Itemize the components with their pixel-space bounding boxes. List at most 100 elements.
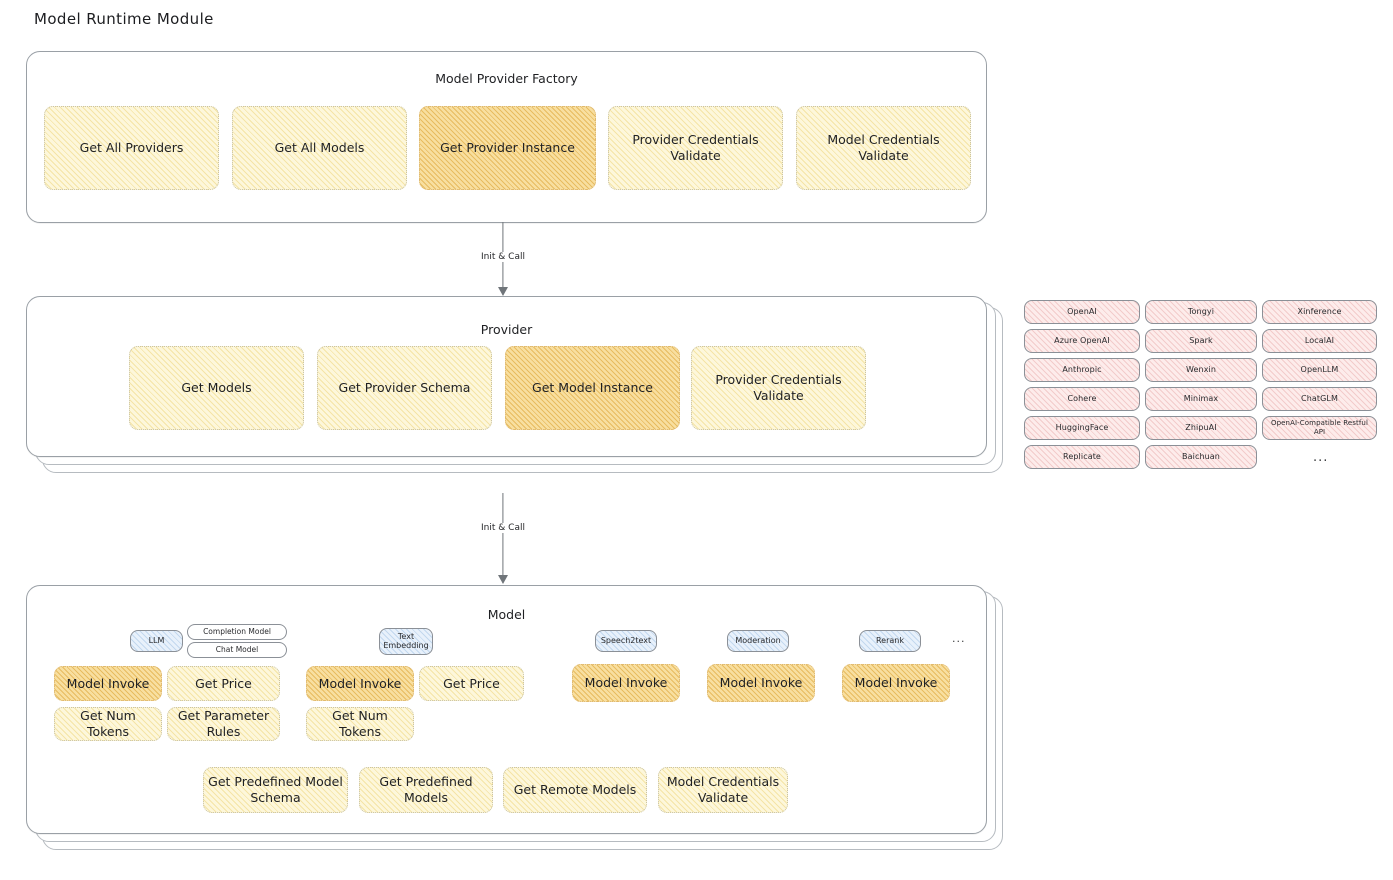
model-type-chip-llm[interactable]: LLM (130, 630, 183, 652)
factory-box-model-credentials-validate[interactable]: Model Credentials Validate (796, 106, 971, 190)
provider-chip-label: Tongyi (1187, 307, 1215, 316)
arrow-head (498, 575, 508, 584)
provider-chip-huggingface[interactable]: HuggingFace (1024, 416, 1140, 440)
arrow-label-init-and-call-2: Init & Call (478, 523, 528, 533)
provider-chip-label: Spark (1189, 336, 1213, 345)
factory-box-provider-credentials-validate[interactable]: Provider Credentials Validate (608, 106, 783, 190)
model-subchip-label: Chat Model (215, 645, 259, 655)
text-embedding-box-get-price[interactable]: Get Price (419, 666, 524, 701)
provider-chip-label: LocalAI (1304, 336, 1335, 345)
provider-chip-label: OpenAI (1067, 307, 1097, 316)
model-common-box-get-predefined-models[interactable]: Get Predefined Models (359, 767, 493, 813)
factory-box-label: Get Provider Instance (440, 140, 575, 156)
model-subchip-chat-model[interactable]: Chat Model (187, 642, 287, 658)
factory-box-get-all-providers[interactable]: Get All Providers (44, 106, 219, 190)
arrow-label-init-and-call-1: Init & Call (478, 252, 528, 262)
llm-box-get-price[interactable]: Get Price (167, 666, 280, 701)
factory-box-get-provider-instance[interactable]: Get Provider Instance (419, 106, 596, 190)
arrow-head (498, 287, 508, 296)
factory-box-label: Provider Credentials Validate (632, 132, 759, 163)
model-subchip-completion-model[interactable]: Completion Model (187, 624, 287, 640)
provider-chip-baichuan[interactable]: Baichuan (1145, 445, 1257, 469)
model-type-label: Rerank (875, 636, 904, 645)
model-types-more: ... (952, 632, 966, 645)
model-type-label: Moderation (735, 636, 781, 645)
arrow-provider-to-model (496, 493, 510, 584)
provider-chip-openllm[interactable]: OpenLLM (1262, 358, 1377, 382)
provider-box-get-models[interactable]: Get Models (129, 346, 304, 430)
model-common-box-get-predefined-model-schema[interactable]: Get Predefined Model Schema (203, 767, 348, 813)
provider-chip-label: Xinference (1297, 307, 1342, 316)
model-box-label: Model Invoke (584, 675, 668, 691)
provider-chip-tongyi[interactable]: Tongyi (1145, 300, 1257, 324)
model-type-chip-text-embedding[interactable]: Text Embedding (379, 628, 433, 655)
provider-box-get-model-instance[interactable]: Get Model Instance (505, 346, 680, 430)
arrow-line (502, 493, 504, 583)
model-title: Model (487, 607, 526, 622)
provider-chip-wenxin[interactable]: Wenxin (1145, 358, 1257, 382)
provider-chip-xinference[interactable]: Xinference (1262, 300, 1377, 324)
model-box-label: Get Price (443, 675, 500, 691)
llm-box-get-parameter-rules[interactable]: Get Parameter Rules (167, 707, 280, 741)
provider-box-label: Get Provider Schema (338, 380, 471, 396)
model-provider-factory-panel: Model Provider Factory Get All Providers… (26, 51, 987, 223)
provider-chip-spark[interactable]: Spark (1145, 329, 1257, 353)
provider-chip-label: Wenxin (1185, 365, 1217, 374)
provider-chip-minimax[interactable]: Minimax (1145, 387, 1257, 411)
provider-chip-label: HuggingFace (1055, 423, 1109, 432)
model-box-label: Get Num Tokens (332, 708, 388, 739)
factory-box-get-all-models[interactable]: Get All Models (232, 106, 407, 190)
model-box-label: Get Price (195, 675, 252, 691)
provider-chip-azure-openai[interactable]: Azure OpenAI (1024, 329, 1140, 353)
provider-chip-zhipuai[interactable]: ZhipuAI (1145, 416, 1257, 440)
model-box-label: Model Invoke (854, 675, 938, 691)
model-panel: Model LLM Completion Model Chat Model Te… (26, 585, 987, 834)
model-common-box-model-credentials-validate[interactable]: Model Credentials Validate (658, 767, 788, 813)
model-box-label: Model Credentials Validate (666, 774, 780, 805)
provider-chip-label: OpenLLM (1300, 365, 1339, 374)
factory-box-label: Get All Models (274, 140, 365, 156)
speech2text-box-model-invoke[interactable]: Model Invoke (572, 664, 680, 702)
provider-box-provider-credentials-validate[interactable]: Provider Credentials Validate (691, 346, 866, 430)
provider-chip-label: OpenAI-Compatible Restful API (1271, 419, 1368, 436)
provider-chip-label: Anthropic (1062, 365, 1102, 374)
moderation-box-model-invoke[interactable]: Model Invoke (707, 664, 815, 702)
provider-box-label: Get Model Instance (532, 380, 653, 396)
provider-chip-chatglm[interactable]: ChatGLM (1262, 387, 1377, 411)
provider-chip-label: Cohere (1067, 394, 1097, 403)
model-box-label: Get Num Tokens (80, 708, 136, 739)
text-embedding-box-get-num-tokens[interactable]: Get Num Tokens (306, 707, 414, 741)
model-type-label: LLM (148, 636, 165, 645)
model-type-label: Text Embedding (383, 631, 429, 650)
model-type-chip-moderation[interactable]: Moderation (727, 630, 789, 652)
text-embedding-box-model-invoke[interactable]: Model Invoke (306, 666, 414, 701)
model-box-label: Model Invoke (66, 675, 150, 691)
llm-box-model-invoke[interactable]: Model Invoke (54, 666, 162, 701)
provider-chip-label: ChatGLM (1301, 394, 1338, 403)
provider-chip-localai[interactable]: LocalAI (1262, 329, 1377, 353)
provider-chip-label: Azure OpenAI (1054, 336, 1110, 345)
page-title: Model Runtime Module (34, 10, 214, 28)
factory-box-label: Model Credentials Validate (827, 132, 940, 163)
provider-list-more: ... (1313, 450, 1329, 465)
provider-box-label: Get Models (181, 380, 252, 396)
provider-chip-openai-compatible-restful-api[interactable]: OpenAI-Compatible Restful API (1262, 416, 1377, 440)
provider-chip-replicate[interactable]: Replicate (1024, 445, 1140, 469)
provider-chip-cohere[interactable]: Cohere (1024, 387, 1140, 411)
model-type-chip-rerank[interactable]: Rerank (859, 630, 921, 652)
model-type-label: Speech2text (600, 636, 652, 645)
provider-box-label: Provider Credentials Validate (715, 372, 842, 403)
factory-box-label: Get All Providers (79, 140, 184, 156)
provider-chip-anthropic[interactable]: Anthropic (1024, 358, 1140, 382)
provider-box-get-provider-schema[interactable]: Get Provider Schema (317, 346, 492, 430)
model-common-box-get-remote-models[interactable]: Get Remote Models (503, 767, 647, 813)
factory-title: Model Provider Factory (435, 71, 578, 86)
provider-chip-openai[interactable]: OpenAI (1024, 300, 1140, 324)
provider-chip-label: Replicate (1063, 452, 1101, 461)
llm-box-get-num-tokens[interactable]: Get Num Tokens (54, 707, 162, 741)
model-type-chip-speech2text[interactable]: Speech2text (595, 630, 657, 652)
provider-panel: Provider Get Models Get Provider Schema … (26, 296, 987, 457)
rerank-box-model-invoke[interactable]: Model Invoke (842, 664, 950, 702)
provider-chip-label: Minimax (1183, 394, 1219, 403)
model-box-label: Get Parameter Rules (177, 708, 270, 739)
